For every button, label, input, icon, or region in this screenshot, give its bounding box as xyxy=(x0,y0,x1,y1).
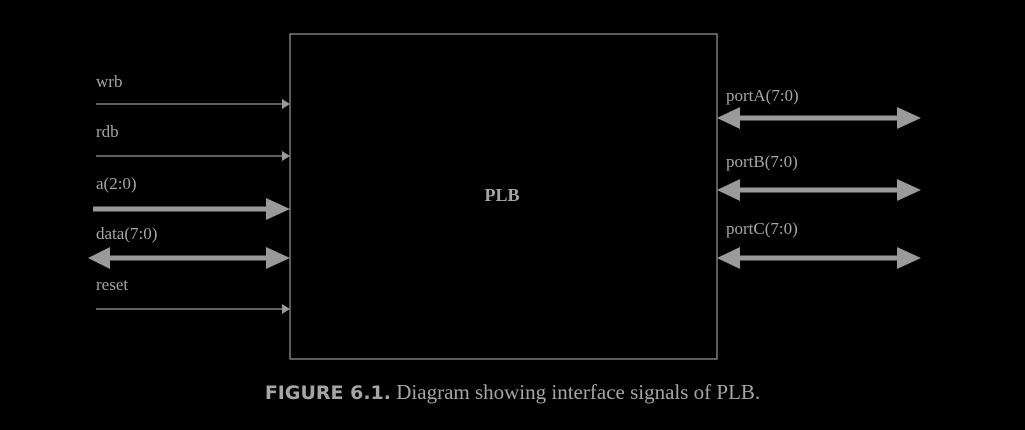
arrowhead-right-icon xyxy=(897,107,921,129)
plb-block-label: PLB xyxy=(484,185,519,205)
port-a: portA(7:0) xyxy=(717,86,921,129)
signal-reset: reset xyxy=(96,275,290,314)
signal-label: data(7:0) xyxy=(96,224,157,243)
arrowhead-left-icon xyxy=(717,107,740,129)
port-label: portC(7:0) xyxy=(726,219,798,238)
port-c: portC(7:0) xyxy=(717,219,921,269)
plb-block xyxy=(289,33,718,360)
signal-label: wrb xyxy=(96,72,122,91)
port-label: portA(7:0) xyxy=(726,86,799,105)
signal-label: reset xyxy=(96,275,128,294)
arrowhead-right-icon xyxy=(282,99,290,109)
figure-number: FIGURE 6.1. xyxy=(264,382,391,404)
arrowhead-right-icon xyxy=(266,198,290,220)
signal-wrb: wrb xyxy=(96,72,290,109)
signal-address-bus: a(2:0) xyxy=(93,174,290,220)
arrowhead-right-icon xyxy=(266,247,290,269)
signal-label: rdb xyxy=(96,122,119,141)
arrowhead-left-icon xyxy=(88,247,110,269)
signal-rdb: rdb xyxy=(96,122,290,161)
signal-label: a(2:0) xyxy=(96,174,137,193)
arrowhead-left-icon xyxy=(717,179,740,201)
port-label: portB(7:0) xyxy=(726,152,798,171)
arrowhead-left-icon xyxy=(717,247,740,269)
arrowhead-right-icon xyxy=(897,247,921,269)
arrowhead-right-icon xyxy=(897,179,921,201)
arrowhead-right-icon xyxy=(282,304,290,314)
arrowhead-right-icon xyxy=(282,151,290,161)
port-b: portB(7:0) xyxy=(717,152,921,201)
figure-caption-text: Diagram showing interface signals of PLB… xyxy=(396,380,761,404)
signal-data-bus: data(7:0) xyxy=(88,224,290,269)
figure-caption: FIGURE 6.1. Diagram showing interface si… xyxy=(0,380,1025,405)
